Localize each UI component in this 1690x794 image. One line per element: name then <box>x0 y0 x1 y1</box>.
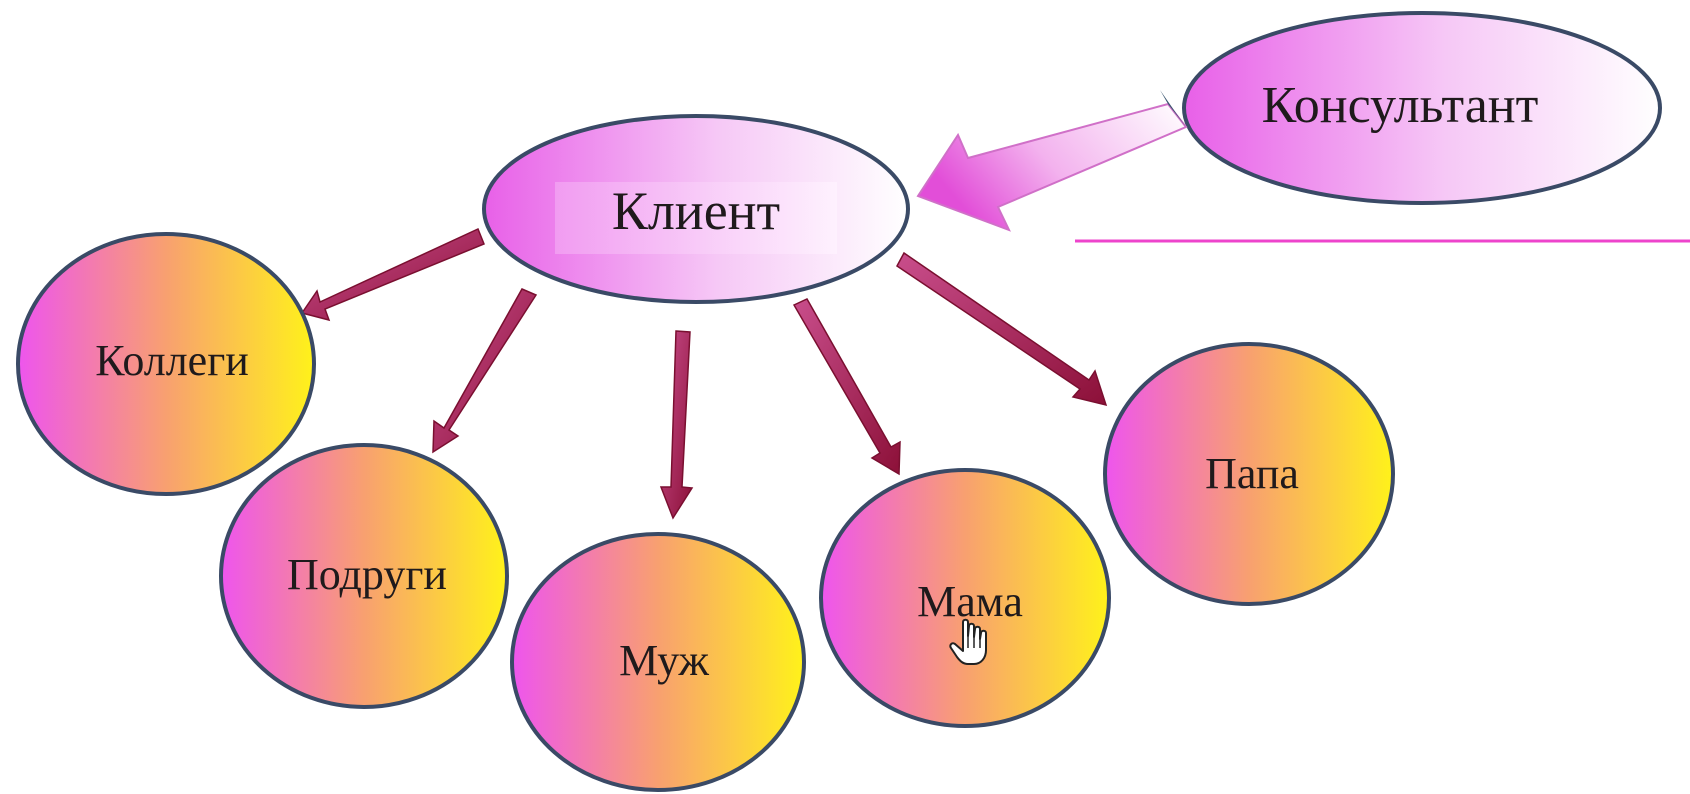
contact-node-mother: Мама <box>819 468 1111 728</box>
contact-label-colleagues: Коллеги <box>95 336 249 385</box>
consultant-to-client-arrow <box>916 90 1188 232</box>
arrow-to-mother <box>792 298 901 476</box>
contact-label-husband: Муж <box>619 636 709 685</box>
arrow-to-colleagues <box>300 227 485 322</box>
contact-node-colleagues: Коллеги <box>16 232 316 496</box>
client-arrows <box>300 227 1108 520</box>
hand-cursor-icon <box>949 618 987 665</box>
consultant-label: Консультант <box>1262 77 1539 134</box>
contact-node-father: Папа <box>1103 342 1395 606</box>
contact-label-mother: Мама <box>917 577 1023 626</box>
arrow-to-father <box>896 251 1108 407</box>
client-label-box <box>555 182 837 254</box>
client-node: Клиент <box>482 114 910 304</box>
contact-label-girlfriends: Подруги <box>287 550 447 599</box>
arrow-to-husband <box>659 330 694 520</box>
contact-node-girlfriends: Подруги <box>219 443 509 709</box>
client-label: Клиент <box>612 181 780 241</box>
contact-node-husband: Муж <box>510 532 806 792</box>
consultant-node: Консультант <box>1182 11 1662 205</box>
contact-label-father: Папа <box>1205 449 1299 498</box>
arrow-to-girlfriends <box>432 288 538 454</box>
